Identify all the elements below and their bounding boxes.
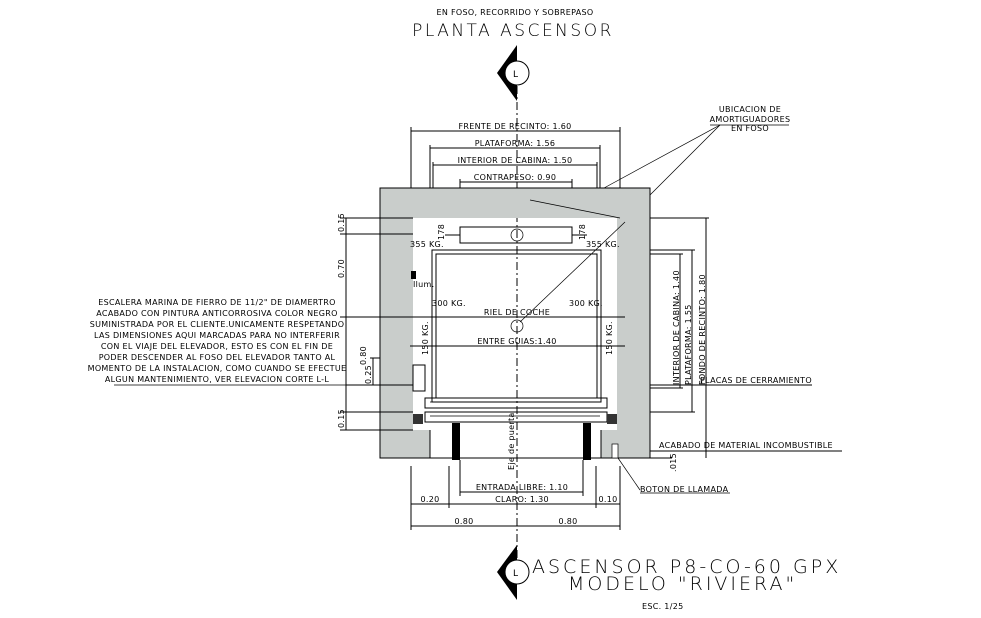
plataforma-right-dim: PLATAFORMA: 1.55: [684, 304, 693, 385]
amortiguadores-line2: AMORTIGUADORES: [710, 115, 791, 124]
amortiguadores-line1: UBICACION DE: [719, 105, 781, 114]
left-dim-2: 0.70: [337, 259, 346, 278]
frente-recinto-dim: FRENTE DE RECINTO: 1.60: [459, 122, 572, 131]
plataforma-top-dim: PLATAFORMA: 1.56: [475, 139, 556, 148]
right-offset-dim: 0.10: [598, 495, 617, 504]
rail-label: RIEL DE COCHE: [484, 308, 550, 317]
cabin: [410, 199, 626, 424]
fondo-recinto-dim: FONDO DE RECINTO: 1.80: [698, 274, 707, 385]
counterweight: [445, 226, 587, 244]
vert-label-top-left: 178: [437, 224, 446, 240]
load-top-left: 355 KG.: [410, 240, 444, 249]
note-line-7: MOMENTO DE LA INSTALACION, COMO CUANDO S…: [88, 364, 347, 373]
plan-title: PLANTA ASCENSOR: [412, 21, 614, 41]
section-marker-bottom: L: [497, 545, 530, 600]
interior-cabina-right-dim: INTERIOR DE CABINA: 1.40: [672, 270, 681, 385]
right-dimensions: [650, 217, 812, 458]
load-low-right: 150 KG.: [605, 321, 614, 355]
load-low-left: 150 KG.: [421, 321, 430, 355]
amortiguadores-line3: EN FOSO: [731, 124, 769, 133]
left-dim-4: 0.25: [364, 365, 373, 384]
note-line-4: LAS DIMENSIONES AQUI MARCADAS PARA NO IN…: [94, 331, 340, 340]
boton-callout: BOTON DE LLAMADA: [640, 485, 729, 494]
callout-leader: [649, 124, 721, 196]
load-top-right: 355 KG.: [586, 240, 620, 249]
note-line-2: ACABADO CON PINTURA ANTICORROSIVA COLOR …: [96, 309, 337, 318]
bottom-dimensions: [410, 460, 621, 530]
note-line-1: ESCALERA MARINA DE FIERRO DE 11/2" DE DI…: [98, 298, 335, 307]
boton-leader: [617, 457, 641, 491]
callout-leader: [603, 124, 721, 189]
door-axis-label: Eje de puerta: [507, 412, 516, 470]
left-dim-5: 0.15: [337, 409, 346, 428]
entrada-libre-dim: ENTRADA LIBRE: 1.10: [476, 483, 568, 492]
note-line-6: PODER DESCENDER AL FOSO DEL ELEVADOR TAN…: [99, 353, 336, 362]
section-marker-bottom-label: L: [513, 569, 518, 579]
placas-callout: PLACAS DE CERRAMIENTO: [700, 376, 812, 385]
load-mid-left: 300 KG.: [432, 299, 466, 308]
half-left-dim: 0.80: [454, 517, 473, 526]
shaft-walls: [379, 187, 651, 459]
note-line-3: SUMINISTRADA POR EL CLIENTE.UNICAMENTE R…: [90, 320, 345, 329]
claro-dim: CLARO: 1.30: [495, 495, 549, 504]
section-marker-top: L: [497, 45, 530, 101]
model-name: MODELO "RIVIERA": [568, 573, 797, 595]
light-fixture-icon: [411, 271, 416, 279]
section-marker-label: L: [513, 70, 518, 80]
contrapeso-dim: CONTRAPESO: 0.90: [474, 173, 556, 182]
left-dim-3: 0.80: [359, 346, 368, 365]
acabado-callout: ACABADO DE MATERIAL INCOMBUSTIBLE: [659, 441, 833, 450]
plan-subtitle: EN FOSO, RECORRIDO Y SOBREPASO: [437, 8, 594, 17]
load-mid-right: 300 KG.: [569, 299, 603, 308]
scale-label: ESC. 1/25: [642, 602, 683, 611]
vert-label-top-right: 178: [578, 224, 587, 240]
espesor-dim: .015: [669, 453, 678, 472]
ilum-label: Ilum.: [413, 280, 435, 289]
ladder-note: ESCALERA MARINA DE FIERRO DE 11/2" DE DI…: [88, 298, 380, 386]
left-dim-1: 0.15: [337, 213, 346, 232]
model-title: ASCENSOR P8-CO-60 GPX: [532, 556, 841, 578]
left-offset-dim: 0.20: [420, 495, 439, 504]
note-line-5: CON EL VIAJE DEL ELEVADOR, ESTO ES CON E…: [101, 342, 333, 351]
note-line-8: ALGUN MANTENIMIENTO, VER ELEVACION CORTE…: [105, 375, 329, 384]
door-jambs: [452, 423, 619, 460]
top-dimensions: [410, 127, 621, 188]
left-dimensions: [340, 217, 413, 431]
interior-cabina-top-dim: INTERIOR DE CABINA: 1.50: [458, 156, 573, 165]
guide-distance-label: ENTRE GUIAS:1.40: [477, 337, 556, 346]
half-right-dim: 0.80: [558, 517, 577, 526]
